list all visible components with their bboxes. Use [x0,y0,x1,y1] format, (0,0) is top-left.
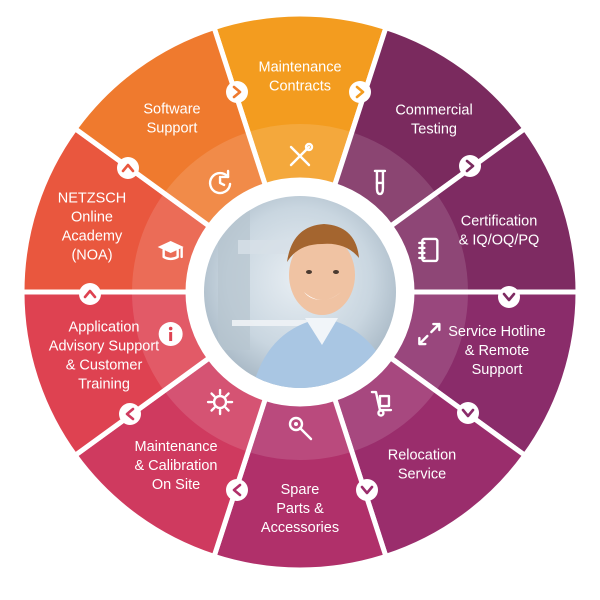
label-line: Contracts [269,79,331,95]
label-line: (NOA) [71,248,112,264]
segment-inner-band [390,292,468,391]
chevron-right-icon[interactable] [349,81,371,103]
segment-inner-band [390,193,468,292]
label-line: Application [69,320,140,336]
hand-truck-icon [370,390,393,417]
chevron-right-icon[interactable] [459,155,481,177]
label-line: Academy [62,229,123,245]
label-line: Service [398,467,446,483]
label-line: Maintenance [134,439,217,455]
icons-layer [157,142,441,441]
remote-arrows-icon [418,322,441,346]
chevron-left-icon[interactable] [119,403,141,425]
label-line: Maintenance [258,60,341,76]
label-certification: Certification & IQ/OQ/PQ [459,214,540,249]
info-icon [158,322,183,347]
label-line: Software [143,102,200,118]
center-photo [200,192,400,392]
segment-service-hotline [387,289,581,459]
label-line: Support [472,362,523,378]
segment-spare-parts [210,395,390,573]
label-line: Training [78,377,130,393]
chevron-right-icon[interactable] [226,81,248,103]
label-line: Advisory Support [49,339,159,355]
segment-inner-band [334,132,436,227]
label-line: Commercial [395,103,472,119]
label-line: & Calibration [134,458,217,474]
notebook-icon [418,237,439,263]
graduation-cap-icon [157,240,184,261]
chevron-up-icon[interactable] [79,283,101,305]
label-line: Accessories [261,520,339,536]
segment-maintenance-contracts [210,11,390,189]
label-line: On Site [152,477,200,493]
chevron-down-icon[interactable] [457,402,479,424]
label-line: Certification [461,214,538,230]
chevron-up-icon[interactable] [117,157,139,179]
label-line: NETZSCH [58,191,126,207]
label-line: & IQ/OQ/PQ [459,233,540,249]
gear-wrench-icon [288,416,313,441]
segment-software-support [71,24,269,230]
segment-inner-band [334,357,436,452]
label-line: Spare [281,482,320,498]
label-line: Support [147,121,198,137]
refresh-icon [208,169,232,195]
label-line: & Customer [66,358,143,374]
tools-icon [289,142,314,167]
label-line: Service Hotline [448,324,546,340]
chevrons-layer [79,81,520,501]
chevron-left-icon[interactable] [226,479,248,501]
chevron-down-icon[interactable] [498,286,520,308]
label-line: Parts & [276,501,324,517]
chevron-down-icon[interactable] [356,479,378,501]
label-maintenance-calibration: Maintenance & Calibration On Site [134,439,217,493]
label-line: Relocation [388,448,457,464]
segment-relocation-service [331,354,529,560]
segment-inner-band [164,132,266,227]
label-line: & Remote [465,343,529,359]
calibration-gear-icon [206,388,234,416]
label-line: Testing [411,122,457,138]
test-tube-icon [373,169,387,196]
label-line: Online [71,210,113,226]
